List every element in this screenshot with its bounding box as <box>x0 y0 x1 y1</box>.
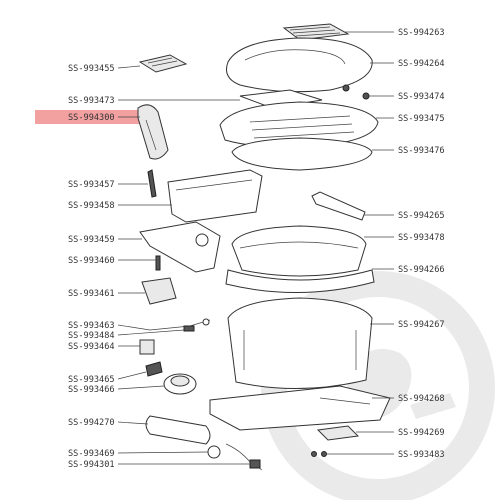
highlight-bar <box>35 110 145 124</box>
labels-right: SS-994263 SS-994264 SS-993474 SS-993475 … <box>398 28 445 460</box>
label-ss-993463: SS-993463 <box>68 321 115 331</box>
part-wire-set <box>149 318 211 332</box>
part-thermostat <box>141 277 177 305</box>
leader-lines <box>117 31 394 465</box>
label-ss-993458: SS-993458 <box>68 201 115 211</box>
label-ss-994268: SS-994268 <box>398 394 445 404</box>
part-base <box>209 385 391 431</box>
label-ss-994264: SS-994264 <box>398 59 445 69</box>
label-ss-994300: SS-994300 <box>68 113 115 123</box>
part-bowl <box>231 225 367 277</box>
label-ss-993469: SS-993469 <box>68 449 115 459</box>
label-ss-994267: SS-994267 <box>398 320 445 330</box>
label-ss-993475: SS-993475 <box>398 114 445 124</box>
part-filter-sheet <box>239 89 323 109</box>
label-ss-993459: SS-993459 <box>68 235 115 245</box>
label-ss-993484: SS-993484 <box>68 331 115 341</box>
label-ss-993461: SS-993461 <box>68 289 115 299</box>
label-ss-993460: SS-993460 <box>68 256 115 266</box>
part-pin <box>155 255 161 271</box>
label-ss-994266: SS-994266 <box>398 265 445 275</box>
part-bowl-support <box>225 269 375 294</box>
part-seal <box>231 137 373 171</box>
label-ss-994269: SS-994269 <box>398 428 445 438</box>
part-handle <box>137 104 169 160</box>
part-cap <box>207 445 221 459</box>
label-ss-994301: SS-994301 <box>68 460 115 470</box>
part-heater <box>145 415 211 445</box>
part-small-filter <box>138 54 188 73</box>
label-ss-994263: SS-994263 <box>398 28 445 38</box>
label-ss-993474: SS-993474 <box>398 92 445 102</box>
part-lid-inner <box>219 101 379 148</box>
label-ss-994270: SS-994270 <box>68 418 115 428</box>
label-ss-993457: SS-993457 <box>68 180 115 190</box>
part-screws <box>342 84 370 100</box>
part-body <box>227 297 373 389</box>
label-ss-993465: SS-993465 <box>68 375 115 385</box>
part-grid <box>316 425 360 441</box>
label-ss-994265: SS-994265 <box>398 211 445 221</box>
part-cord <box>225 443 263 471</box>
part-motor <box>163 373 197 395</box>
label-ss-993473: SS-993473 <box>68 96 115 106</box>
label-ss-993476: SS-993476 <box>398 146 445 156</box>
label-ss-993455: SS-993455 <box>68 64 115 74</box>
part-lid <box>226 37 373 93</box>
part-basket <box>167 169 263 223</box>
part-bracket <box>311 191 366 221</box>
labels-left: SS-993455 SS-993473 SS-994300 SS-993457 … <box>68 64 115 470</box>
part-switch <box>139 339 155 355</box>
label-ss-993478: SS-993478 <box>398 233 445 243</box>
label-ss-993466: SS-993466 <box>68 385 115 395</box>
part-control-panel <box>139 221 221 273</box>
label-ss-993464: SS-993464 <box>68 342 115 352</box>
label-ss-993483: SS-993483 <box>398 450 445 460</box>
part-terminal <box>145 361 163 377</box>
part-top-filter <box>282 23 350 41</box>
part-clip <box>147 169 157 198</box>
part-feet <box>311 451 327 457</box>
